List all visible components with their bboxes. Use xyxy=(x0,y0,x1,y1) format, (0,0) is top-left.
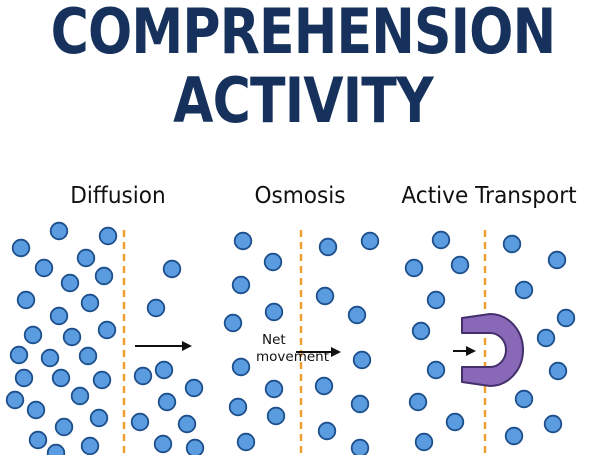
particle xyxy=(236,432,256,452)
particle xyxy=(502,234,522,254)
particle xyxy=(60,273,80,293)
particle xyxy=(431,230,451,250)
particle xyxy=(80,293,100,313)
particle xyxy=(231,275,251,295)
particle xyxy=(185,438,205,455)
particle xyxy=(62,327,82,347)
particle xyxy=(54,417,74,437)
particle xyxy=(184,378,204,398)
particle xyxy=(408,392,428,412)
particle xyxy=(16,290,36,310)
particle xyxy=(154,360,174,380)
particle xyxy=(26,400,46,420)
carrier-protein-icon xyxy=(461,313,524,387)
particle xyxy=(49,306,69,326)
title-line-1: COMPREHENSION xyxy=(50,0,557,68)
particle xyxy=(404,258,424,278)
particle xyxy=(228,397,248,417)
particle xyxy=(414,432,434,452)
particle xyxy=(548,361,568,381)
particle xyxy=(231,357,251,377)
particle xyxy=(28,430,48,450)
particle xyxy=(177,414,197,434)
particle xyxy=(146,298,166,318)
particle xyxy=(98,226,118,246)
particle xyxy=(547,250,567,270)
particle xyxy=(80,436,100,455)
particle xyxy=(9,345,29,365)
particle xyxy=(536,328,556,348)
particle xyxy=(51,368,71,388)
particle xyxy=(556,308,576,328)
particle xyxy=(504,426,524,446)
particle xyxy=(426,360,446,380)
particle xyxy=(78,346,98,366)
particle xyxy=(360,231,380,251)
particle xyxy=(40,348,60,368)
particles xyxy=(5,221,576,455)
particle xyxy=(350,394,370,414)
particle xyxy=(11,238,31,258)
particle xyxy=(264,302,284,322)
particle xyxy=(543,414,563,434)
particle xyxy=(266,406,286,426)
particle xyxy=(411,321,431,341)
particle xyxy=(514,389,534,409)
particle xyxy=(70,386,90,406)
particle xyxy=(46,443,66,455)
particle xyxy=(162,259,182,279)
osmosis-label: Osmosis xyxy=(254,183,346,209)
particle xyxy=(314,376,334,396)
particle xyxy=(34,258,54,278)
particle xyxy=(157,392,177,412)
particle xyxy=(514,280,534,300)
net-movement-label-line-1: Net xyxy=(262,332,286,348)
particle xyxy=(450,255,470,275)
particle xyxy=(315,286,335,306)
diffusion-label: Diffusion xyxy=(70,183,166,209)
particle xyxy=(233,231,253,251)
active-transport-label: Active Transport xyxy=(401,183,577,209)
particle xyxy=(14,368,34,388)
particle xyxy=(264,379,284,399)
particle xyxy=(49,221,69,241)
particle xyxy=(426,290,446,310)
particle xyxy=(317,421,337,441)
particle xyxy=(130,412,150,432)
particle xyxy=(223,313,243,333)
particle xyxy=(350,438,370,455)
net-movement-label-line-2: movement xyxy=(256,349,330,365)
particle xyxy=(347,305,367,325)
particle xyxy=(318,237,338,257)
particle xyxy=(133,366,153,386)
particle xyxy=(76,248,96,268)
particle xyxy=(445,412,465,432)
particle xyxy=(89,408,109,428)
particle xyxy=(263,252,283,272)
particle xyxy=(153,434,173,454)
particle xyxy=(23,325,43,345)
particle xyxy=(97,320,117,340)
particle xyxy=(92,370,112,390)
particle xyxy=(5,390,25,410)
particle xyxy=(352,350,372,370)
particle xyxy=(94,266,114,286)
title-line-2: ACTIVITY xyxy=(173,64,433,137)
membranes xyxy=(122,230,487,455)
